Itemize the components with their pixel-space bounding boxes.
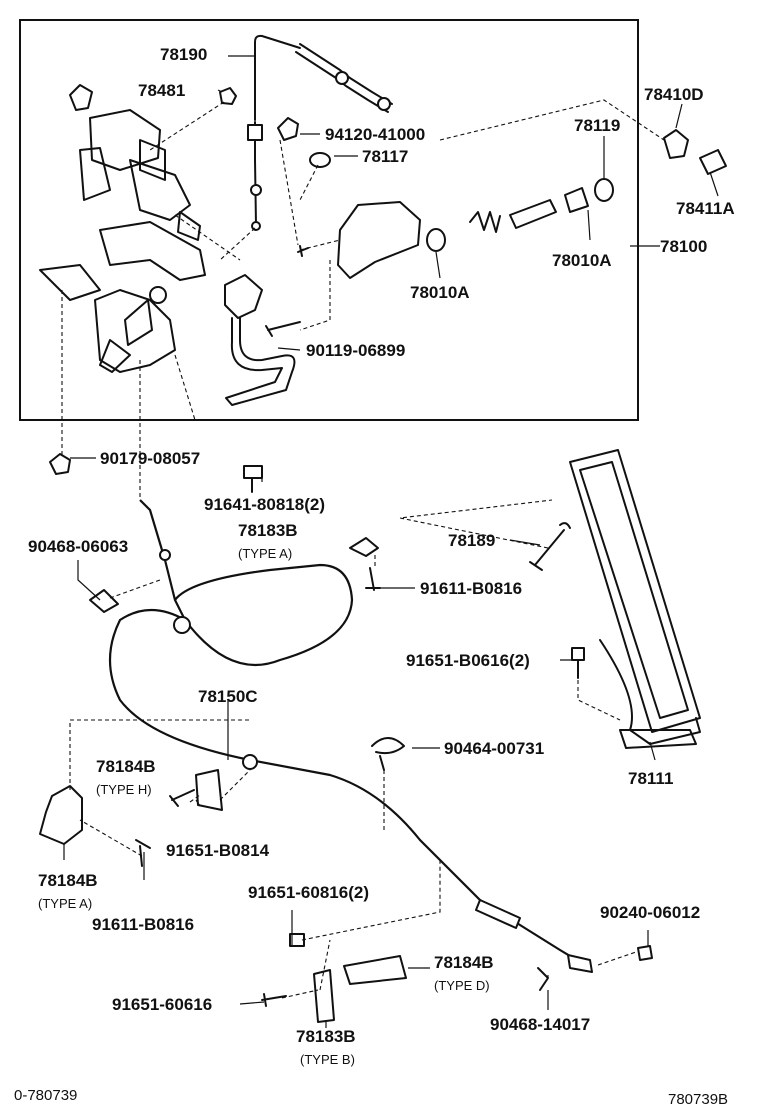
footer-right-code: 780739B <box>668 1091 728 1108</box>
pedal-arm-rod <box>224 274 296 406</box>
bracket-plate <box>337 201 421 279</box>
clip-90468-06063 <box>89 589 119 613</box>
label-91651-B0616: 91651-B0616(2) <box>406 651 530 670</box>
clip-90468-14017 <box>537 967 549 991</box>
label-91651-60816: 91651-60816(2) <box>248 883 369 902</box>
type-78184B-type-d: (TYPE D) <box>434 978 490 993</box>
cap-78411A <box>699 149 727 175</box>
label-91641-80818: 91641-80818(2) <box>204 495 325 514</box>
label-78189: 78189 <box>448 531 495 550</box>
bolts-91651-60816 <box>289 933 305 947</box>
label-78410D: 78410D <box>644 85 704 104</box>
bracket-78184B-type-a <box>39 785 83 845</box>
label-78184B-type-d: 78184B <box>434 953 494 972</box>
label-78190: 78190 <box>160 45 207 64</box>
bolt-91641-80818 <box>243 465 263 493</box>
leaders-upper <box>217 55 719 351</box>
stopper-78010A-left <box>426 228 446 252</box>
sleeve <box>509 199 557 229</box>
label-78184B-type-h: 78184B <box>96 757 156 776</box>
dash-leaders-lower <box>69 499 637 999</box>
label-90468-06063: 90468-06063 <box>28 537 128 556</box>
bracket-78184B-type-h <box>195 769 223 811</box>
label-78411A: 78411A <box>676 199 735 218</box>
label-94120-41000: 94120-41000 <box>325 125 425 144</box>
label-78010A-left: 78010A <box>410 283 470 302</box>
label-91611-B0816-bottom: 91611-B0816 <box>92 915 194 934</box>
bracket-78184B-type-d <box>343 955 407 985</box>
bolts-91651-B0616 <box>571 647 585 679</box>
bracket-78183B-type-b <box>313 969 335 1023</box>
label-78111: 78111 <box>628 769 673 788</box>
type-78184B-type-a: (TYPE A) <box>38 896 92 911</box>
bracket-78183B-type-a <box>349 537 379 557</box>
nut-94120-41000 <box>277 117 299 141</box>
label-78100: 78100 <box>660 237 707 256</box>
bolt-91651-B0814 <box>169 789 195 807</box>
clip-78481 <box>219 87 237 105</box>
stopper-78010A-right <box>564 187 589 213</box>
label-90179-08057: 90179-08057 <box>100 449 200 468</box>
nut-78410D <box>663 129 689 159</box>
washer-78119 <box>594 178 614 202</box>
bolt-91651-60616 <box>261 993 287 1007</box>
footer-left-code: 0-780739 <box>14 1087 77 1104</box>
label-78119: 78119 <box>574 116 620 135</box>
label-78117: 78117 <box>362 147 408 166</box>
label-90464-00731: 90464-00731 <box>444 739 544 758</box>
clamp-90464-00731 <box>371 737 405 771</box>
nut-90240-06012 <box>637 945 653 961</box>
label-90240-06012: 90240-06012 <box>600 903 700 922</box>
throttle-cable-78190 <box>247 34 393 231</box>
leaders-lower <box>63 457 656 1028</box>
dash-leaders-upper <box>61 99 665 500</box>
label-78150C: 78150C <box>198 687 258 706</box>
bushing-78117 <box>309 152 331 168</box>
label-78481: 78481 <box>138 81 185 100</box>
label-91611-B0816-top: 91611-B0816 <box>420 579 522 598</box>
label-78183B-type-a: 78183B <box>238 521 298 540</box>
screw-small <box>297 245 309 257</box>
spring <box>469 211 501 233</box>
bolt-90119-06899 <box>265 321 301 337</box>
pedal-bracket-assembly <box>39 84 206 373</box>
type-78183B-type-b: (TYPE B) <box>300 1052 355 1067</box>
label-90468-14017: 90468-14017 <box>490 1015 590 1034</box>
type-78183B-type-a: (TYPE A) <box>238 546 292 561</box>
label-78184B-type-a: 78184B <box>38 871 98 890</box>
assembly-frame <box>19 19 639 421</box>
label-90119-06899: 90119-06899 <box>306 341 405 360</box>
accelerator-pedal-78111 <box>569 449 701 749</box>
bolt-91611-top <box>365 567 381 591</box>
label-78010A-right: 78010A <box>552 251 612 270</box>
bolt-91611-bottom <box>135 839 151 867</box>
label-78183B-type-b: 78183B <box>296 1027 356 1046</box>
label-91651-B0814: 91651-B0814 <box>166 841 270 860</box>
label-91651-60616: 91651-60616 <box>112 995 212 1014</box>
type-78184B-type-h: (TYPE H) <box>96 782 152 797</box>
nut-90179-08057 <box>49 453 71 475</box>
bolt-78189 <box>529 522 571 571</box>
